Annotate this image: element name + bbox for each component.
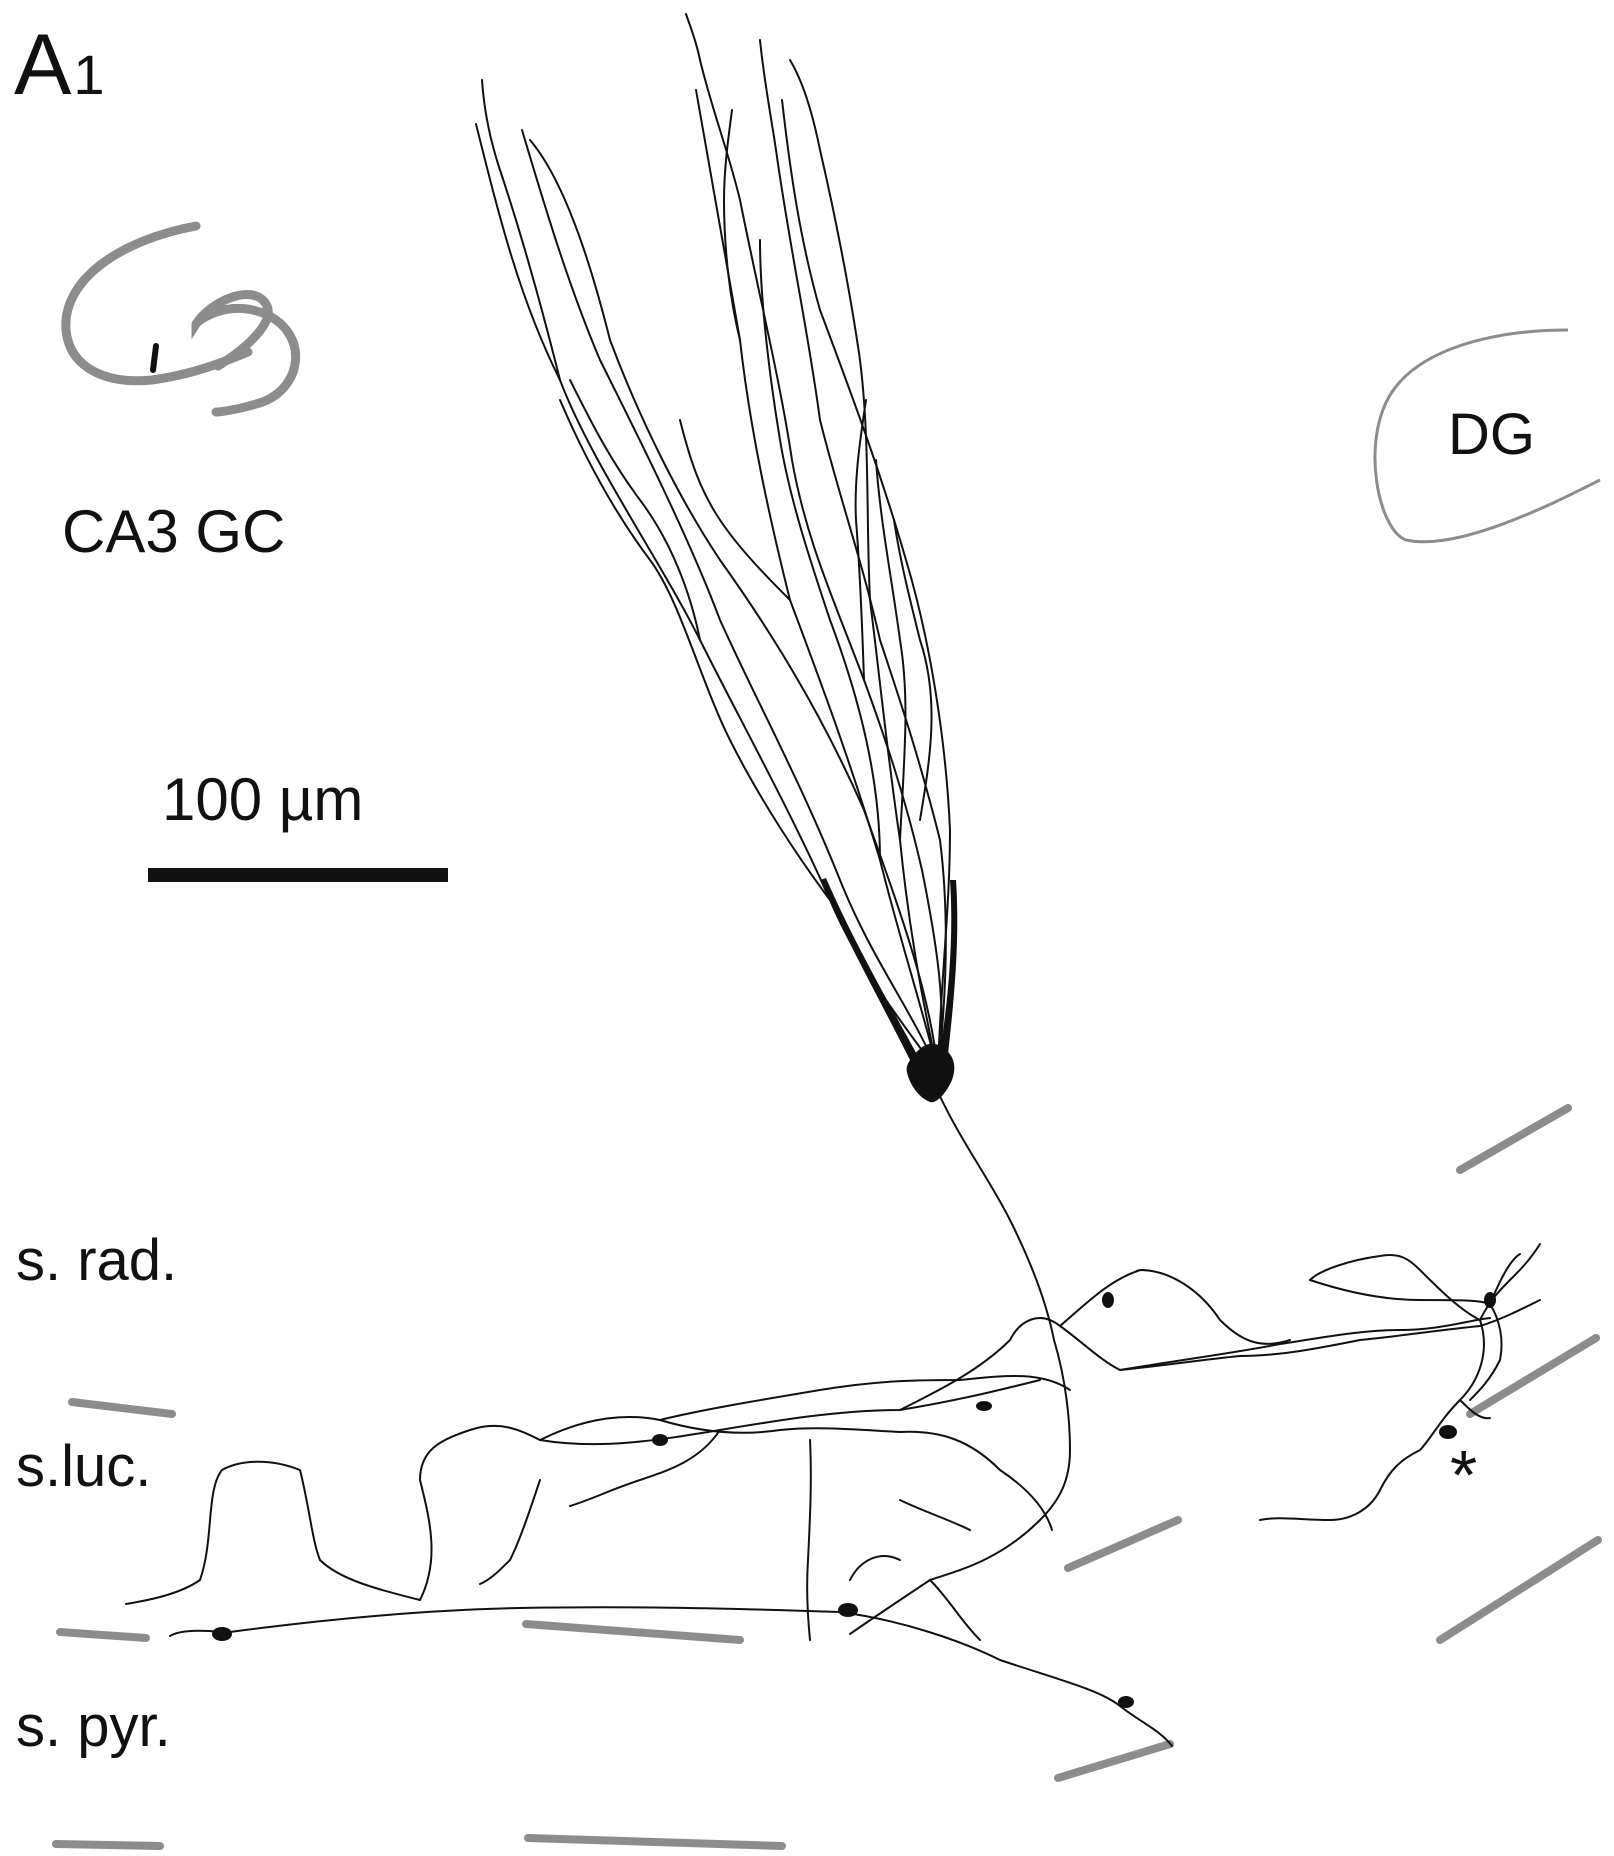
apical-dendrite xyxy=(529,139,939,1073)
axon-collateral xyxy=(1469,1303,1503,1401)
apical-dendrite xyxy=(569,379,701,641)
boundary-mark xyxy=(1456,1104,1572,1174)
boundary-mark xyxy=(522,1620,744,1644)
axon-collateral xyxy=(849,1555,901,1581)
apical-dendrite xyxy=(781,99,951,1073)
layer-label-pyramidale: s. pyr. xyxy=(16,1694,171,1759)
inset-ca3-arc xyxy=(61,221,253,386)
neuron-trace xyxy=(125,13,1541,1747)
apical-dendrite xyxy=(685,13,701,61)
axon-collateral xyxy=(125,1460,421,1605)
bouton xyxy=(1439,1425,1457,1439)
dg-label: DG xyxy=(1448,402,1535,467)
asterisk-marker: * xyxy=(1450,1436,1478,1514)
layer-boundaries xyxy=(52,1104,1602,1850)
axon-collateral xyxy=(539,1415,1053,1531)
boundary-mark xyxy=(1054,1740,1174,1782)
apical-dendrite xyxy=(481,79,561,381)
apical-dendrite xyxy=(875,459,907,841)
bouton xyxy=(1118,1696,1134,1708)
bouton xyxy=(212,1627,232,1641)
axon-collateral xyxy=(479,1479,541,1585)
axon-collateral xyxy=(899,1499,971,1531)
axon-collateral xyxy=(1309,1253,1521,1305)
apical-dendrite xyxy=(559,399,831,901)
boundary-mark xyxy=(1466,1334,1600,1418)
boundary-mark xyxy=(1436,1536,1602,1644)
cell-bodies xyxy=(212,878,1496,1708)
axon-collateral xyxy=(1309,1254,1481,1321)
bouton xyxy=(976,1401,992,1411)
apical-dendrite xyxy=(699,59,943,1073)
inset-label: CA3 GC xyxy=(62,498,286,565)
hippocampus-inset xyxy=(61,221,301,417)
layer-label-lucidum: s.luc. xyxy=(16,1434,152,1499)
boundary-mark xyxy=(1064,1516,1182,1572)
axon-collateral xyxy=(1479,1243,1541,1321)
inset-dg-arc xyxy=(191,289,301,417)
dg-outline xyxy=(1373,328,1601,544)
bouton xyxy=(1484,1292,1496,1308)
axon-collateral xyxy=(1459,1399,1491,1420)
apical-dendrite xyxy=(723,109,741,341)
boundary-mark xyxy=(524,1834,786,1850)
boundary-mark xyxy=(56,1628,150,1642)
apical-dendrite xyxy=(854,399,867,681)
axon-collateral xyxy=(569,1429,721,1507)
scale-bar-label: 100 µm xyxy=(162,766,364,833)
bouton xyxy=(652,1434,668,1446)
apical-dendrite xyxy=(893,519,933,821)
boundary-mark xyxy=(52,1840,164,1850)
apical-dendrite xyxy=(521,129,939,1073)
axon-collateral xyxy=(1119,1299,1541,1371)
bouton xyxy=(1102,1292,1114,1308)
apical-dendrite xyxy=(775,149,947,1073)
axon-collateral xyxy=(929,1579,981,1641)
proximal-dendrite xyxy=(820,878,920,1064)
axon-collateral xyxy=(419,1379,1041,1601)
axon-collateral xyxy=(659,1374,1071,1421)
axon-collateral xyxy=(899,1317,1491,1411)
apical-dendrite xyxy=(759,39,777,151)
layer-label-radiatum: s. rad. xyxy=(16,1228,178,1293)
bouton xyxy=(838,1603,858,1617)
panel-sublabel: 1 xyxy=(73,43,105,106)
panel-letter: A xyxy=(14,17,72,113)
scale-bar xyxy=(148,868,448,882)
axon-collateral xyxy=(1259,1319,1485,1521)
apical-dendrite xyxy=(679,419,791,601)
panel-label: A1 xyxy=(14,22,105,108)
axon xyxy=(849,1091,1071,1635)
axon-collateral xyxy=(1059,1269,1291,1345)
apical-dendrite xyxy=(789,59,939,1073)
inset-cell-marker xyxy=(150,343,159,373)
axon-collateral xyxy=(229,1606,1173,1747)
proximal-dendrite xyxy=(940,880,958,1054)
apical-dendrite xyxy=(759,239,881,861)
boundary-mark xyxy=(68,1398,176,1418)
axon-collateral xyxy=(806,1439,812,1641)
